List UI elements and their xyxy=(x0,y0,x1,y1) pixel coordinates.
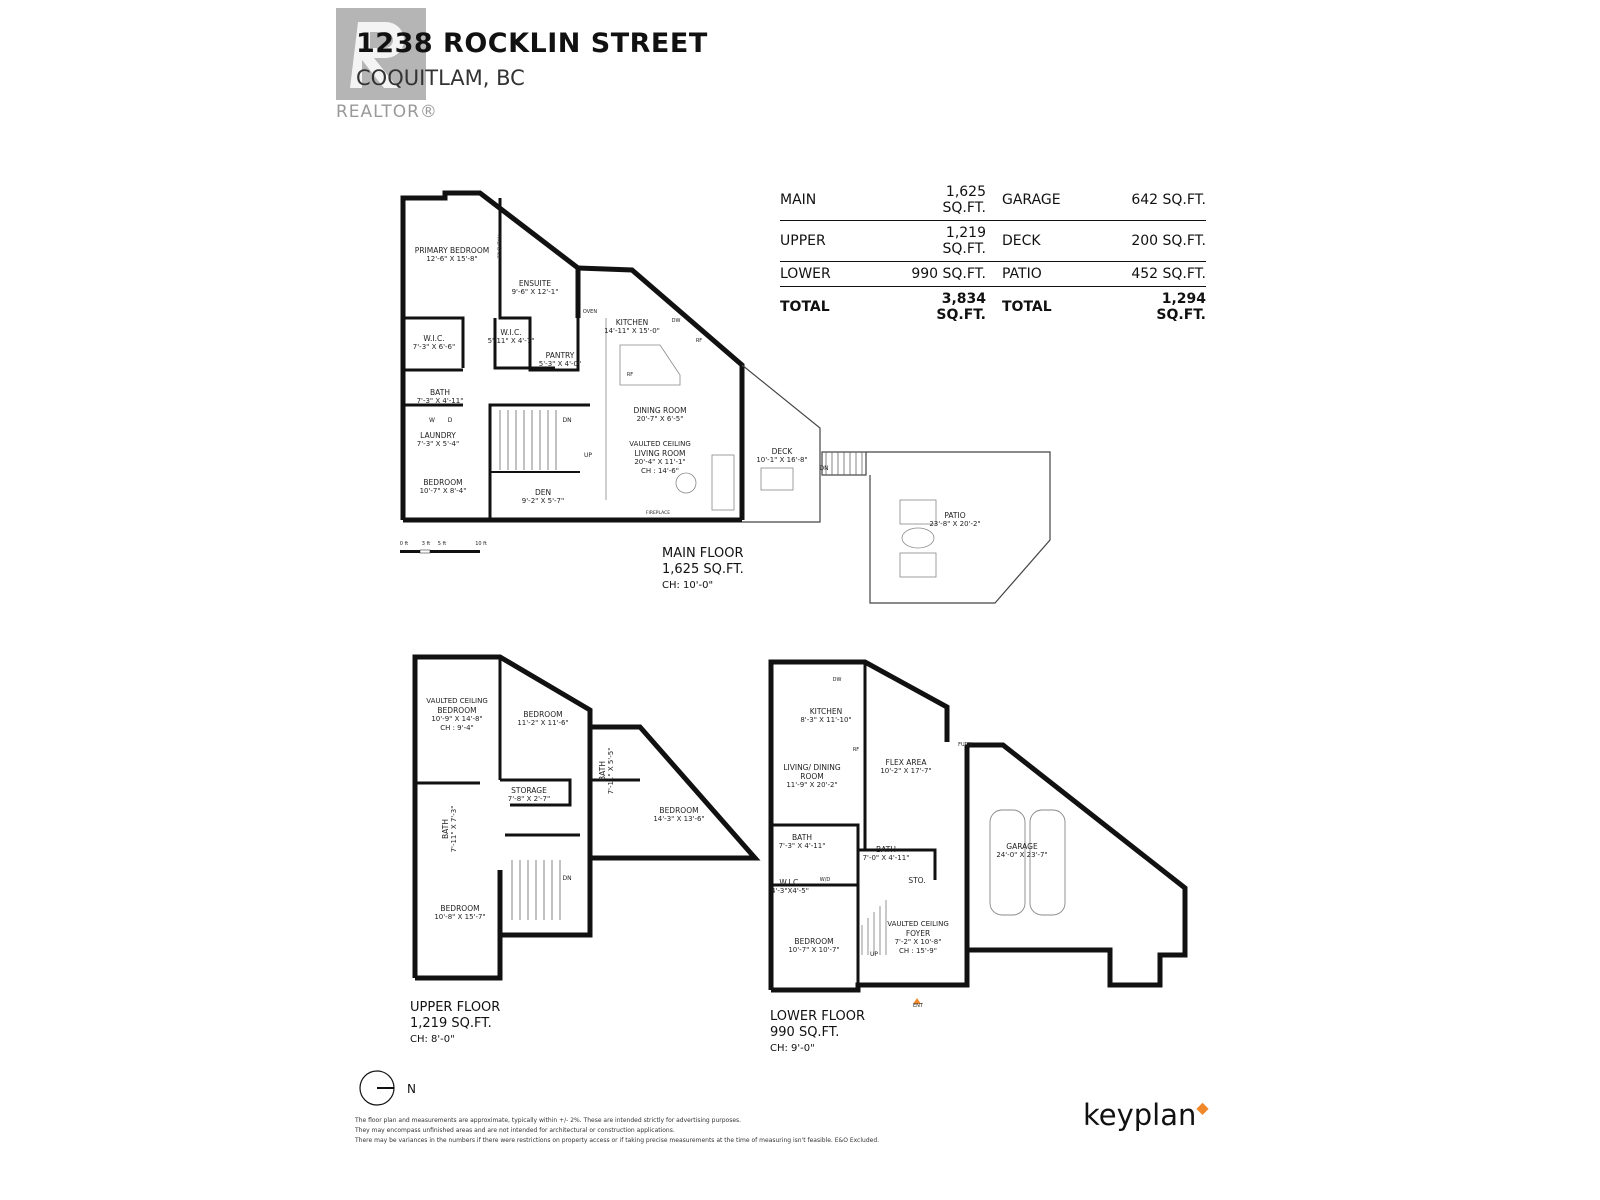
lower-floor-walls xyxy=(768,659,1188,1004)
fox-icon: ◆ xyxy=(1196,1098,1209,1117)
realtor-logo-letter-icon xyxy=(350,22,404,88)
keyplan-logo-text: keyplan xyxy=(1083,1098,1197,1132)
area-value: 642 SQ.FT. xyxy=(1122,180,1206,221)
deck-patio-outline xyxy=(499,318,1051,604)
stairs-up-label: UP xyxy=(583,452,593,459)
fireplace-label: FIREPLACE xyxy=(495,234,501,259)
area-value: 1,219 SQ.FT. xyxy=(900,220,986,262)
dishwasher-label: DW xyxy=(671,318,681,324)
table-total-row: TOTAL 3,834 SQ.FT. TOTAL 1,294 SQ.FT. xyxy=(780,287,1206,328)
fireplace-label: FIREPLACE xyxy=(645,511,671,516)
fridge-label: RF xyxy=(852,747,860,753)
stairs-down-label: DN xyxy=(562,875,572,882)
property-city: COQUITLAM, BC xyxy=(356,66,525,90)
total-label: TOTAL xyxy=(1002,299,1052,315)
disclaimer-line: The floor plan and measurements are appr… xyxy=(355,1117,742,1124)
room-storage: STO. xyxy=(908,876,926,885)
property-street: 1238 ROCKLIN STREET xyxy=(356,28,708,59)
disclaimer-line: They may encompass unfinished areas and … xyxy=(355,1127,675,1134)
disclaimer-line: There may be variances in the numbers if… xyxy=(355,1137,880,1144)
stairs-down-label: DN xyxy=(562,417,572,424)
area-label: GARAGE xyxy=(1002,180,1122,221)
table-row: UPPER 1,219 SQ.FT. DECK 200 SQ.FT. xyxy=(780,220,1206,262)
total-value: 1,294 SQ.FT. xyxy=(1156,291,1206,323)
area-value: 990 SQ.FT. xyxy=(900,261,986,287)
entry-marker-icon xyxy=(913,998,921,1004)
dryer-label: D xyxy=(447,417,453,424)
area-label: LOWER xyxy=(780,261,900,287)
table-row: MAIN 1,625 SQ.FT. GARAGE 642 SQ.FT. xyxy=(780,180,1206,221)
table-row: LOWER 990 SQ.FT. PATIO 452 SQ.FT. xyxy=(780,261,1206,287)
scale-tick-label: 5 ft xyxy=(437,541,447,547)
washer-dryer-label: W/D xyxy=(819,877,831,883)
compass-north-label: N xyxy=(407,1082,416,1096)
area-label: PATIO xyxy=(1002,261,1122,287)
area-summary-table: MAIN 1,625 SQ.FT. GARAGE 642 SQ.FT. UPPE… xyxy=(780,180,1206,327)
area-label: DECK xyxy=(1002,220,1122,262)
fridge-label: RF xyxy=(626,372,634,378)
keyplan-logo: keyplan◆ xyxy=(1083,1098,1209,1132)
scale-tick-label: 10 ft xyxy=(475,541,487,547)
main-floor-walls xyxy=(400,190,745,523)
upper-floor-walls xyxy=(412,654,761,981)
scale-tick-label: 0 ft xyxy=(399,541,409,547)
area-value: 452 SQ.FT. xyxy=(1122,261,1206,287)
area-label: UPPER xyxy=(780,220,900,262)
realtor-logo-text: REALTOR® xyxy=(336,102,438,122)
scale-bar xyxy=(400,549,480,554)
compass-icon xyxy=(359,1070,395,1106)
room-wic: W.I.C.7'-3" X 6'-6" xyxy=(412,334,456,351)
deck-stairs-label: DN xyxy=(819,465,829,472)
area-value: 1,625 SQ.FT. xyxy=(900,180,986,221)
furnace-label: FURN xyxy=(958,742,972,748)
scale-tick-label: 3 ft xyxy=(421,541,431,547)
area-value: 200 SQ.FT. xyxy=(1122,220,1206,262)
washer-label: W xyxy=(429,417,435,424)
total-value: 3,834 SQ.FT. xyxy=(936,291,986,323)
stairs-up-label: UP xyxy=(869,951,879,958)
room-wic: W.I.C.4'-3"X4'-5" xyxy=(771,878,809,895)
fridge-label: RF xyxy=(695,338,703,344)
dishwasher-label: DW xyxy=(832,677,842,683)
oven-label: OVEN xyxy=(582,309,598,315)
total-label: TOTAL xyxy=(780,299,830,315)
area-label: MAIN xyxy=(780,180,900,221)
entrance-label: ENT xyxy=(913,1003,923,1009)
room-wic-2: W.I.C.5'-11" X 4'-7" xyxy=(487,328,535,345)
